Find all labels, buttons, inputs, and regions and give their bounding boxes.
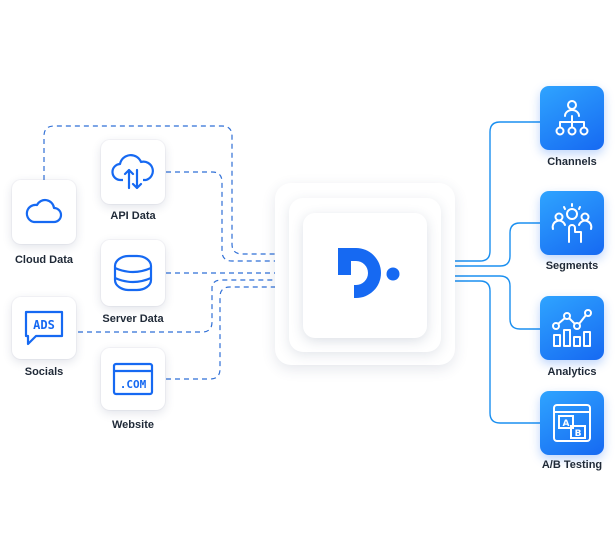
hierarchy-icon	[552, 98, 592, 138]
source-card-api-data[interactable]	[101, 140, 165, 204]
wire-segments	[440, 222, 540, 267]
analytics-chart-icon	[551, 308, 593, 348]
database-icon	[112, 253, 154, 293]
ads-bubble-icon: ADS	[22, 308, 66, 348]
cloud-icon	[24, 197, 64, 227]
browser-com-icon: .COM	[111, 361, 155, 397]
wire-website	[166, 286, 300, 380]
source-card-website[interactable]: .COM	[101, 348, 165, 410]
user-group-icon	[551, 202, 593, 244]
source-label-server-data: Server Data	[102, 313, 164, 325]
dest-tile-segments[interactable]	[540, 191, 604, 255]
wire-cloud-data	[43, 125, 300, 255]
source-label-website: Website	[112, 419, 154, 431]
dest-label-channels: Channels	[547, 156, 597, 168]
hub-core[interactable]	[303, 213, 427, 338]
wire-analytics	[440, 275, 540, 330]
dest-label-segments: Segments	[545, 260, 599, 272]
dest-label-analytics: Analytics	[547, 366, 597, 378]
d-logo-icon	[320, 238, 410, 313]
ads-text: ADS	[33, 318, 55, 332]
source-card-server-data[interactable]	[101, 240, 165, 306]
wire-ab-testing	[440, 280, 540, 424]
ab-text-a: A	[563, 419, 570, 429]
source-label-socials: Socials	[24, 366, 64, 378]
cloud-sync-icon	[111, 152, 155, 192]
dest-label-ab-testing: A/B Testing	[541, 459, 603, 471]
wire-channels	[440, 121, 540, 262]
source-label-api-data: API Data	[110, 210, 156, 222]
ab-text-b: B	[575, 429, 582, 439]
source-card-cloud-data[interactable]	[12, 180, 76, 244]
dest-tile-ab-testing[interactable]: A B	[540, 391, 604, 455]
source-label-cloud-data: Cloud Data	[14, 254, 74, 266]
source-card-socials[interactable]: ADS	[12, 297, 76, 359]
dest-tile-channels[interactable]	[540, 86, 604, 150]
ab-test-icon: A B	[551, 402, 593, 444]
dest-tile-analytics[interactable]	[540, 296, 604, 360]
wire-socials	[78, 279, 300, 333]
com-text: .COM	[120, 378, 147, 391]
